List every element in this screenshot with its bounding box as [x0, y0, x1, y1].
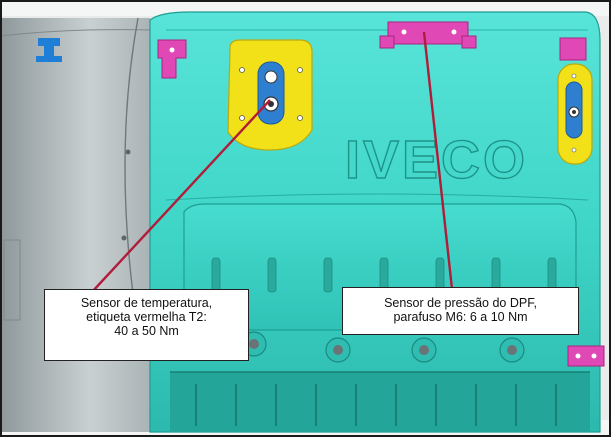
bottom-ribs: [195, 384, 557, 426]
callout-line: Sensor de temperatura,: [80, 296, 213, 310]
round-bosses: [241, 331, 525, 363]
temperature-leader-line: [91, 99, 271, 293]
callout-line: Sensor de pressão do DPF,: [384, 296, 537, 310]
right-sensor-pad: [557, 63, 593, 165]
callout-line: 40 a 50 Nm: [114, 324, 179, 338]
blue-mounting-bracket: [36, 38, 62, 62]
pressure-leader-line: [422, 31, 454, 290]
temperature-sensor-pad: [227, 39, 313, 151]
magenta-brackets: [157, 21, 605, 367]
callout-line: parafuso M6: 6 a 10 Nm: [393, 310, 528, 324]
callout-line: etiqueta vermelha T2:: [86, 310, 207, 324]
bracket-bolts: [169, 29, 597, 359]
temperature-sensor-callout: Sensor de temperatura, etiqueta vermelha…: [44, 289, 249, 361]
bottom-strip: [170, 372, 590, 432]
grey-tank: [0, 18, 150, 432]
pressure-sensor-callout: Sensor de pressão do DPF, parafuso M6: 6…: [342, 287, 579, 335]
